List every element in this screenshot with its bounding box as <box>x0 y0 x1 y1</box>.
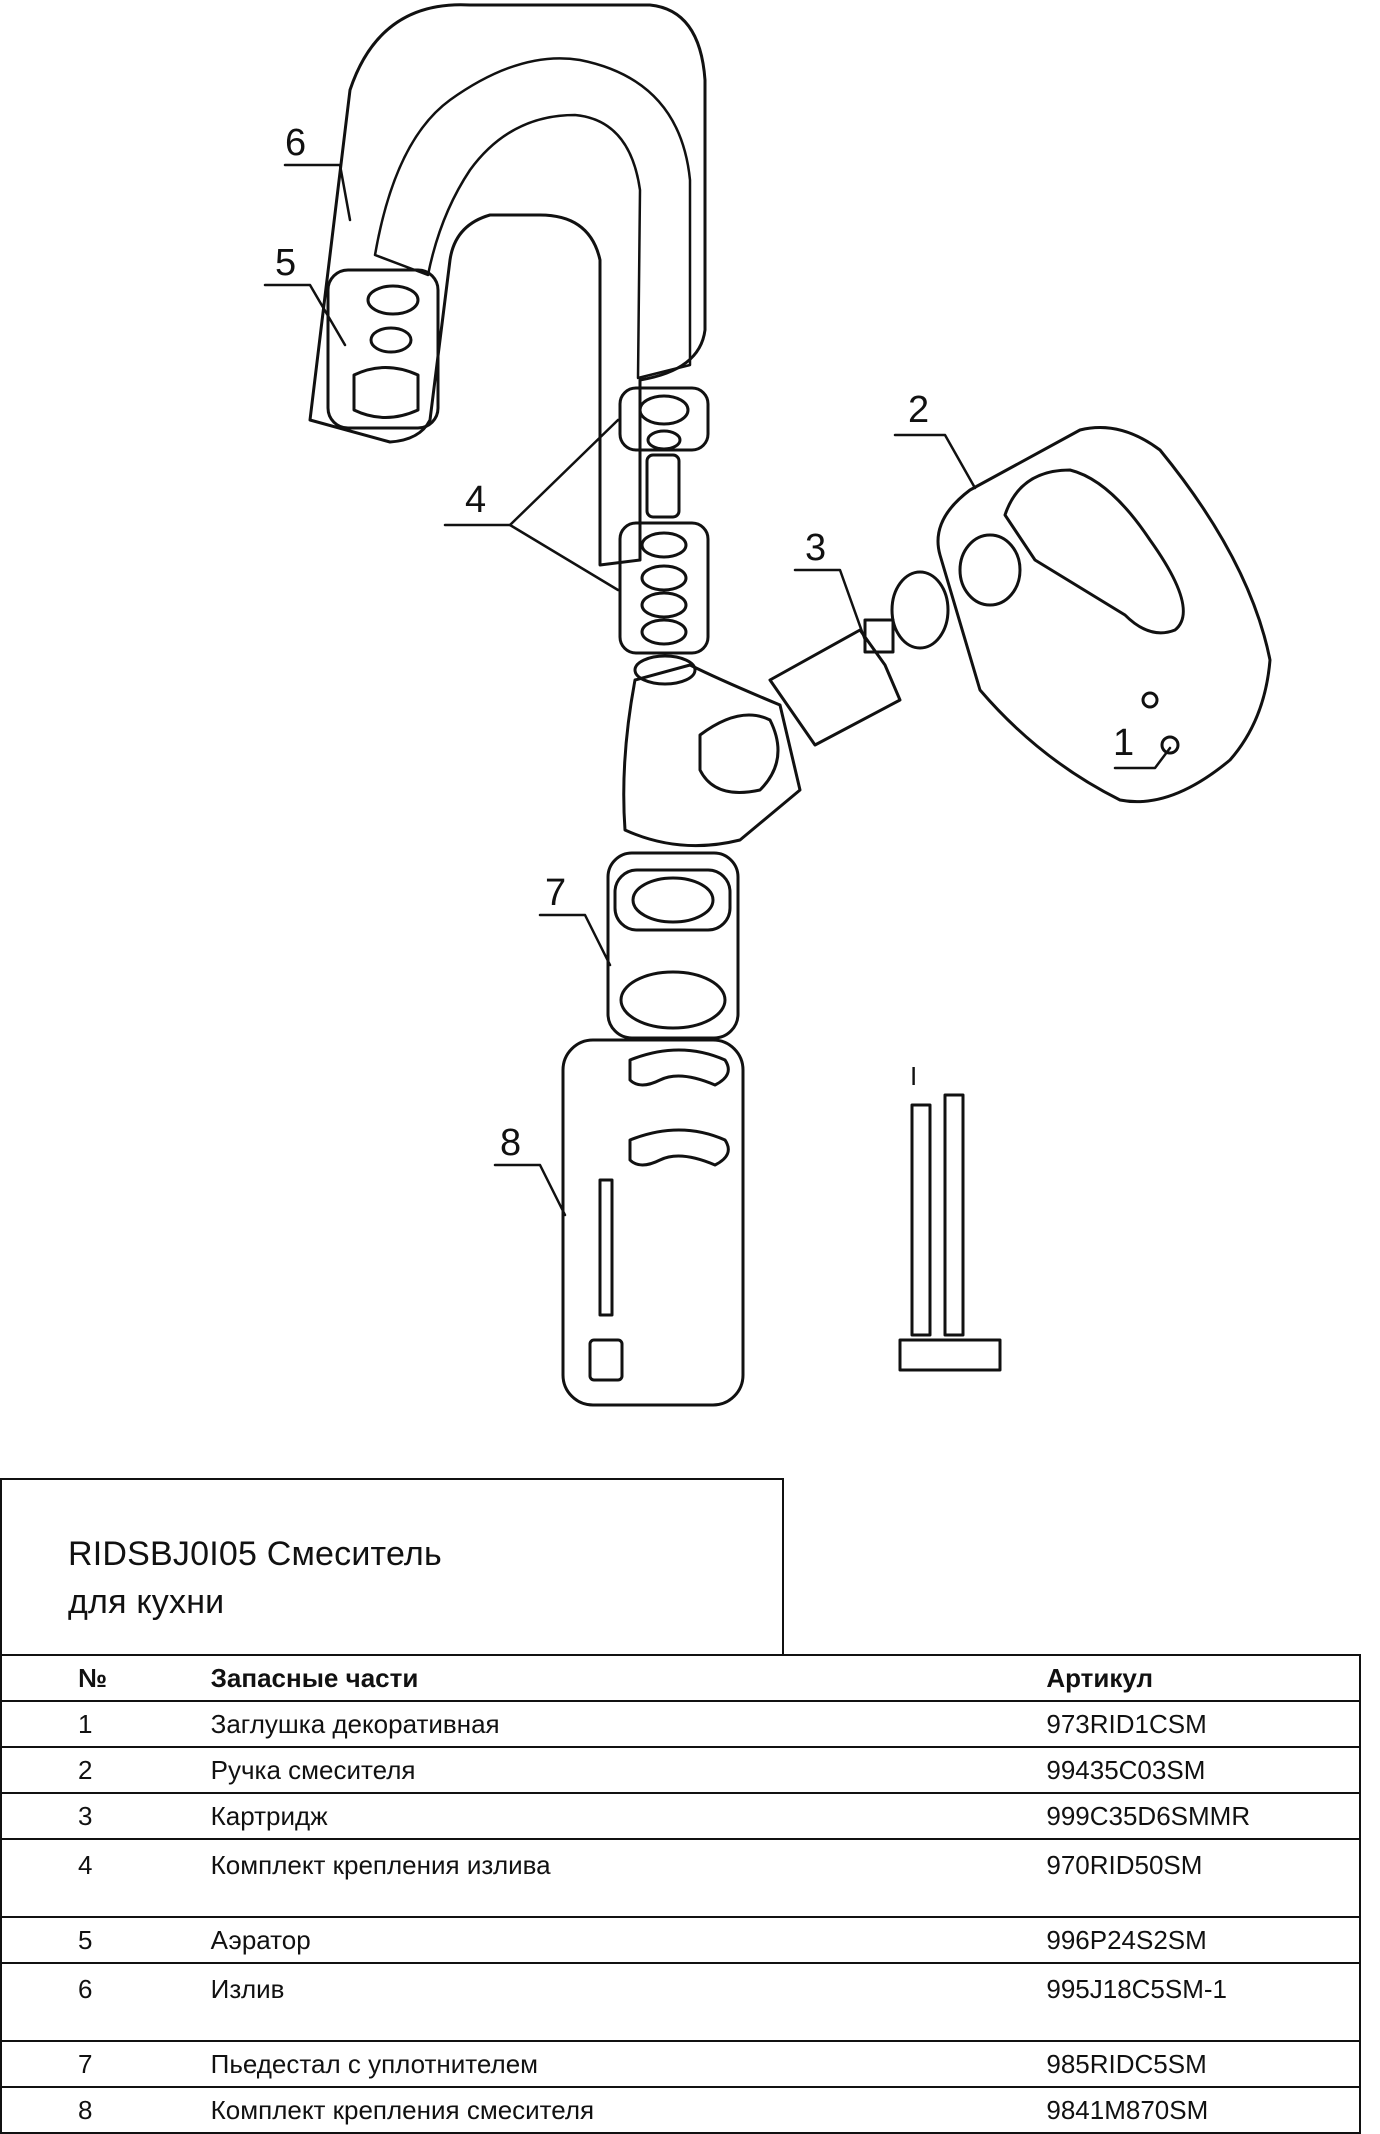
o-ring <box>640 531 688 559</box>
row-part: Ручка смесителя <box>210 1746 1047 1794</box>
aerator-group-outline <box>326 268 440 430</box>
table-row: 6 Излив 995J18C5SM-1 <box>1 1962 1360 2042</box>
row-sku: 996P24S2SM <box>1046 1916 1360 1964</box>
callout-6: 6 <box>285 122 306 164</box>
handle-group-outline <box>936 426 1272 804</box>
product-title: RIDSBJ0I05 Смеситель для кухни <box>68 1530 442 1626</box>
header-part: Запасные части <box>210 1654 1047 1702</box>
callout-2: 2 <box>908 389 929 431</box>
horseshoe-washer <box>628 1048 730 1087</box>
handle-lever <box>1003 468 1185 635</box>
hose <box>910 1103 932 1337</box>
o-ring <box>638 394 690 426</box>
callout-8: 8 <box>500 1122 521 1164</box>
pedestal-group-outline <box>606 851 740 1040</box>
row-part: Излив <box>210 1962 1047 2042</box>
row-number: 3 <box>1 1792 211 1840</box>
threaded-stud <box>645 453 681 519</box>
mount-kit-group-outline <box>561 1038 745 1407</box>
hose-fittings <box>898 1338 1002 1372</box>
table-row: 7 Пьедестал с уплотнителем 985RIDC5SM <box>1 2040 1360 2088</box>
screw <box>1141 691 1159 709</box>
title-box: RIDSBJ0I05 Смеситель для кухни <box>0 1478 784 1655</box>
hose <box>943 1093 965 1337</box>
row-sku: 985RIDC5SM <box>1046 2040 1360 2088</box>
leader-lines <box>263 163 1172 1217</box>
o-ring <box>640 564 688 592</box>
table-row: 8 Комплект крепления смесителя 9841M870S… <box>1 2086 1360 2134</box>
spout-kit-group-outline-bottom <box>618 521 710 655</box>
body-top-opening <box>633 654 697 686</box>
row-number: 7 <box>1 2040 211 2088</box>
parts-table: № Запасные части Артикул 1 Заглушка деко… <box>0 1654 1361 2134</box>
callout-4: 4 <box>465 479 486 521</box>
cartridge-stem <box>863 618 895 654</box>
row-sku: 973RID1CSM <box>1046 1700 1360 1748</box>
row-number: 2 <box>1 1746 211 1794</box>
callout-3: 3 <box>805 527 826 569</box>
pedestal-seal <box>619 970 727 1030</box>
callout-5: 5 <box>275 242 296 284</box>
row-part: Заглушка декоративная <box>210 1700 1047 1748</box>
o-ring <box>640 591 688 619</box>
mixer-body <box>622 663 802 848</box>
row-number: 4 <box>1 1838 211 1918</box>
table-row: 5 Аэратор 996P24S2SM <box>1 1916 1360 1964</box>
o-ring-small <box>646 429 682 451</box>
pedestal <box>613 868 732 932</box>
decorative-cap <box>1160 735 1180 755</box>
exploded-view-diagram: 6 5 4 2 3 1 7 8 I <box>263 3 1272 1407</box>
cartridge <box>768 628 902 747</box>
row-number: 6 <box>1 1962 211 2042</box>
row-sku: 9841M870SM <box>1046 2086 1360 2134</box>
nut <box>588 1338 624 1382</box>
header-sku: Артикул <box>1046 1654 1360 1702</box>
aerator-ring <box>366 284 420 316</box>
row-part: Комплект крепления излива <box>210 1838 1047 1918</box>
row-sku: 970RID50SM <box>1046 1838 1360 1918</box>
row-number: 8 <box>1 2086 211 2134</box>
row-number: 1 <box>1 1700 211 1748</box>
row-part: Комплект крепления смесителя <box>210 2086 1047 2134</box>
row-part: Картридж <box>210 1792 1047 1840</box>
callout-1: 1 <box>1113 722 1134 764</box>
aerator-insert <box>369 326 413 354</box>
horseshoe-washer <box>628 1128 730 1167</box>
pedestal-opening <box>631 876 715 924</box>
table-row: 4 Комплект крепления излива 970RID50SM <box>1 1838 1360 1918</box>
table-row: 1 Заглушка декоративная 973RID1CSM <box>1 1700 1360 1748</box>
row-sku: 999C35D6SMMR <box>1046 1792 1360 1840</box>
table-header-row: № Запасные части Артикул <box>1 1654 1360 1702</box>
spout-group-outline <box>308 3 707 567</box>
row-sku: 995J18C5SM-1 <box>1046 1962 1360 2042</box>
row-part: Пьедестал с уплотнителем <box>210 2040 1047 2088</box>
cover-ring <box>958 533 1022 607</box>
threaded-rod <box>598 1178 614 1317</box>
spout <box>373 57 692 380</box>
o-ring <box>640 618 688 646</box>
callout-7: 7 <box>545 872 566 914</box>
row-number: 5 <box>1 1916 211 1964</box>
table-row: 3 Картридж 999C35D6SMMR <box>1 1792 1360 1840</box>
product-title-line2: для кухни <box>68 1583 225 1621</box>
body-side-socket <box>698 713 780 794</box>
table-row: 2 Ручка смесителя 99435C03SM <box>1 1746 1360 1794</box>
row-part: Аэратор <box>210 1916 1047 1964</box>
hose-label: I <box>910 1061 917 1091</box>
aerator-cap <box>352 366 420 419</box>
row-sku: 99435C03SM <box>1046 1746 1360 1794</box>
header-number: № <box>1 1654 211 1702</box>
cartridge-nut <box>890 570 950 650</box>
product-title-line1: RIDSBJ0I05 Смеситель <box>68 1535 442 1573</box>
